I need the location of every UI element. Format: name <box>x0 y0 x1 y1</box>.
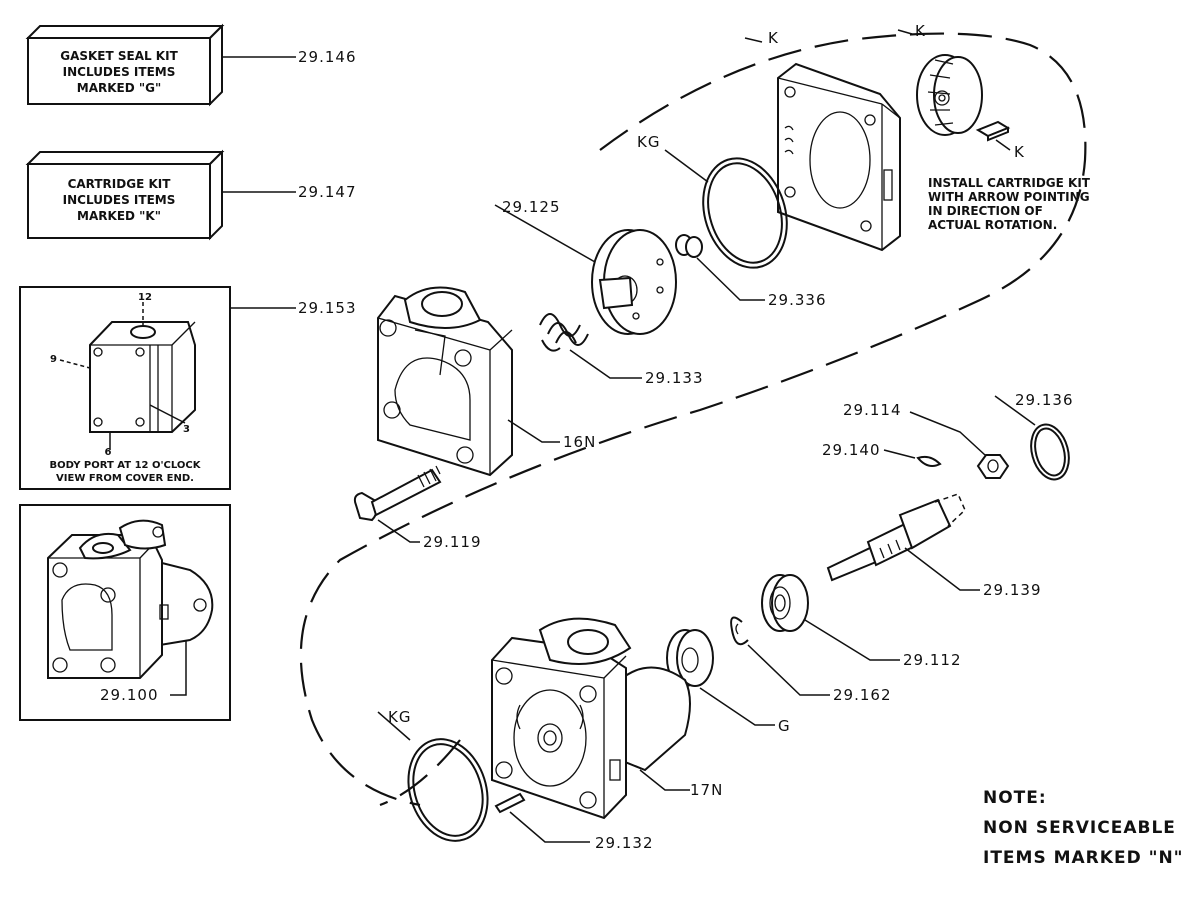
assembled-pump-view <box>19 504 231 721</box>
port-position-9: 9 <box>50 354 57 365</box>
cartridge-kit-line2: INCLUDES ITEMS <box>63 193 176 207</box>
assembly-part-number: 29.100 <box>100 686 159 704</box>
seal-callout: G <box>778 717 791 735</box>
cartridge-kit-box: CARTRIDGE KIT INCLUDES ITEMS MARKED "K" <box>25 149 225 241</box>
port-orientation-view: 12 9 3 6 BODY PORT AT 12 O'CLOCK VIEW FR… <box>19 286 231 490</box>
spring-part-number: 29.133 <box>645 369 704 387</box>
bearing-part-number: 29.112 <box>903 651 962 669</box>
cartridge-key <box>975 120 1011 142</box>
port-view-part-number: 29.153 <box>298 299 357 317</box>
bushing <box>675 234 703 258</box>
dowel-pin <box>494 792 526 814</box>
woodruff-key <box>916 455 942 467</box>
port-caption-line2: VIEW FROM COVER END. <box>56 473 194 484</box>
shaft-seal <box>666 629 714 687</box>
nut-part-number: 29.114 <box>843 401 902 419</box>
pump-body <box>491 617 691 820</box>
bolt <box>353 465 442 522</box>
gasket-kit-line2: INCLUDES ITEMS <box>63 65 176 79</box>
gasket-kit-line3: MARKED "G" <box>77 81 161 95</box>
install-note-line3: IN DIRECTION OF <box>928 204 1043 218</box>
cartridge-kit-line3: MARKED "K" <box>77 209 161 223</box>
dowel-pin-part-number: 29.132 <box>595 834 654 852</box>
pressure-plate-part-number: 29.125 <box>502 198 561 216</box>
snap-ring <box>1030 423 1070 481</box>
bottom-o-ring-callout: KG <box>388 708 411 726</box>
shaft-part-number: 29.139 <box>983 581 1042 599</box>
port-position-3: 3 <box>183 424 190 435</box>
note-line2: NON SERVICEABLE <box>983 818 1176 838</box>
cartridge-kit-line1: CARTRIDGE KIT <box>68 177 172 191</box>
port-position-12: 12 <box>138 292 152 303</box>
shaft-nut <box>976 454 1010 479</box>
port-position-6: 6 <box>105 447 112 458</box>
cartridge-kit-part-number: 29.147 <box>298 183 357 201</box>
pressure-plate <box>591 229 677 335</box>
retaining-ring <box>730 616 749 646</box>
ball-bearing <box>761 574 809 632</box>
bushing-part-number: 29.336 <box>768 291 827 309</box>
cover-part-number: 16N <box>563 433 596 451</box>
rotor-callout: K <box>915 22 926 40</box>
pump-cover <box>377 286 513 477</box>
bolt-part-number: 29.119 <box>423 533 482 551</box>
end-plate-callout: K <box>768 29 779 47</box>
snap-ring-part-number: 29.136 <box>1015 391 1074 409</box>
retaining-ring-part-number: 29.162 <box>833 686 892 704</box>
cartridge-rotor <box>916 54 983 136</box>
note-title: NOTE: <box>983 788 1047 808</box>
woodruff-key-part-number: 29.140 <box>822 441 881 459</box>
cartridge-end-plate <box>777 62 901 252</box>
install-note-line4: ACTUAL ROTATION. <box>928 218 1057 232</box>
port-caption-line1: BODY PORT AT 12 O'CLOCK <box>50 460 202 471</box>
note-line3: ITEMS MARKED "N" <box>983 848 1184 868</box>
top-o-ring-callout: KG <box>637 133 660 151</box>
drive-shaft <box>826 493 966 582</box>
gasket-kit-line1: GASKET SEAL KIT <box>60 49 178 63</box>
install-note-line2: WITH ARROW POINTING <box>928 190 1090 204</box>
gasket-kit-part-number: 29.146 <box>298 48 357 66</box>
gasket-seal-kit-box: GASKET SEAL KIT INCLUDES ITEMS MARKED "G… <box>25 23 225 107</box>
top-o-ring <box>702 157 788 269</box>
install-note-line1: INSTALL CARTRIDGE KIT <box>928 176 1091 190</box>
body-part-number: 17N <box>690 781 723 799</box>
bottom-o-ring <box>407 738 489 842</box>
key-callout: K <box>1014 143 1025 161</box>
spring <box>539 313 589 352</box>
